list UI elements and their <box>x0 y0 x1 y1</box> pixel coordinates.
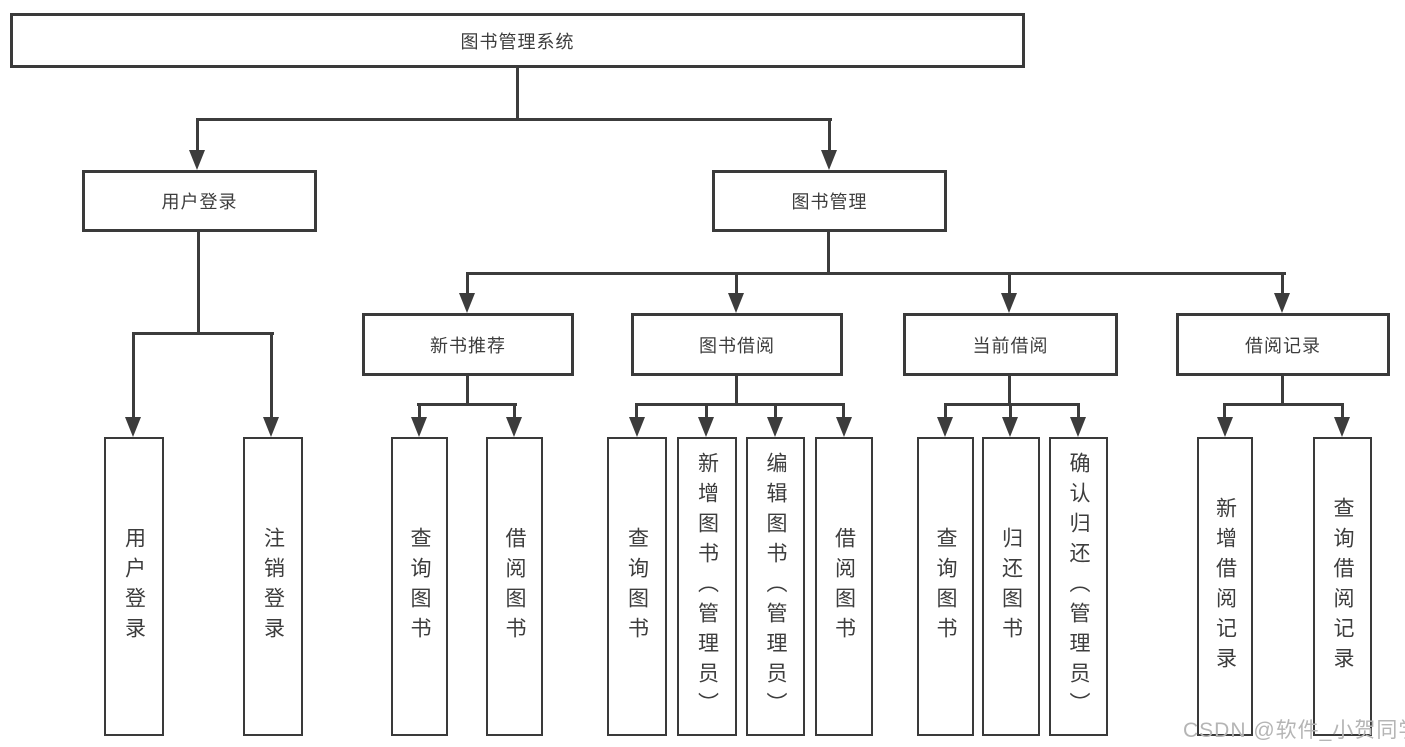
leaf-query-book-2-label: 查询图书 <box>625 526 649 647</box>
connector-root-vertical <box>516 67 519 121</box>
connector-stem <box>1009 403 1012 419</box>
node-book-management: 图书管理 <box>712 170 947 232</box>
node-current-borrow-label: 当前借阅 <box>972 335 1049 356</box>
connector-vertical <box>466 375 469 406</box>
leaf-query-borrow-record-label: 查询借阅记录 <box>1331 496 1354 677</box>
leaf-query-book-3: 查询图书 <box>917 437 974 736</box>
node-book-management-label: 图书管理 <box>791 192 868 212</box>
arrow-down-icon <box>411 417 427 437</box>
leaf-return-book: 归还图书 <box>982 437 1040 736</box>
arrow-down-icon <box>125 417 141 437</box>
leaf-query-book-1-label: 查询图书 <box>408 526 431 647</box>
leaf-add-borrow-record: 新增借阅记录 <box>1197 437 1253 736</box>
node-user-login-label: 用户登录 <box>161 192 238 212</box>
leaf-query-book-3-label: 查询图书 <box>934 526 957 647</box>
leaf-edit-book-admin: 编辑图书（管理员） <box>746 437 805 736</box>
node-book-borrow-label: 图书借阅 <box>699 335 775 356</box>
arrow-down-icon <box>1002 417 1018 437</box>
leaf-borrow-book-1: 借阅图书 <box>486 437 543 736</box>
node-current-borrow: 当前借阅 <box>903 313 1118 376</box>
leaf-borrow-book-2-label: 借阅图书 <box>832 526 856 647</box>
connector-vertical <box>735 375 738 406</box>
arrow-down-icon <box>263 417 279 437</box>
connector-user-login-vertical <box>197 231 200 335</box>
connector-stem <box>270 332 273 419</box>
connector-stem <box>705 403 708 419</box>
connector-stem <box>1223 403 1226 419</box>
leaf-confirm-return-admin: 确认归还（管理员） <box>1049 437 1108 736</box>
node-new-book-recommend: 新书推荐 <box>362 313 574 376</box>
leaf-query-book-1: 查询图书 <box>391 437 448 736</box>
arrow-down-icon <box>1274 293 1290 313</box>
connector-book-mgmt-vertical <box>827 231 830 275</box>
arrow-down-icon <box>1070 417 1086 437</box>
connector-level3-horizontal <box>466 272 1286 275</box>
leaf-logout-label: 注销登录 <box>261 526 285 647</box>
leaf-query-book-2: 查询图书 <box>607 437 667 736</box>
connector-stem <box>1077 403 1080 419</box>
connector-stem <box>513 403 516 419</box>
connector-stem <box>635 403 638 419</box>
leaf-add-book-admin: 新增图书（管理员） <box>677 437 737 736</box>
connector-horizontal <box>635 403 845 406</box>
leaf-return-book-label: 归还图书 <box>999 526 1023 647</box>
arrow-down-icon <box>506 417 522 437</box>
leaf-edit-book-admin-label: 编辑图书（管理员） <box>764 451 787 722</box>
arrow-down-icon <box>728 293 744 313</box>
arrow-down-icon <box>1217 417 1233 437</box>
node-new-book-recommend-label: 新书推荐 <box>430 335 506 356</box>
leaf-user-login: 用户登录 <box>104 437 164 736</box>
leaf-borrow-book-2: 借阅图书 <box>815 437 873 736</box>
arrow-down-icon <box>937 417 953 437</box>
node-root-label: 图书管理系统 <box>460 31 575 52</box>
connector-stem <box>418 403 421 419</box>
connector-stem <box>1281 272 1284 297</box>
connector-vertical <box>1281 375 1284 406</box>
arrow-down-icon <box>189 150 205 170</box>
node-root: 图书管理系统 <box>10 13 1025 68</box>
connector-stem <box>735 272 738 297</box>
connector-stem <box>774 403 777 419</box>
connector-horizontal <box>944 403 1080 406</box>
arrow-down-icon <box>698 417 714 437</box>
arrow-down-icon <box>1334 417 1350 437</box>
connector-stem <box>1008 272 1011 297</box>
leaf-query-borrow-record: 查询借阅记录 <box>1313 437 1372 736</box>
leaf-user-login-label: 用户登录 <box>122 526 146 647</box>
connector-level2-horizontal <box>196 118 832 121</box>
leaf-logout: 注销登录 <box>243 437 303 736</box>
connector-stem <box>1341 403 1344 419</box>
connector-user-login-horizontal <box>132 332 274 335</box>
connector-vertical <box>1008 375 1011 406</box>
connector-stem <box>196 118 199 152</box>
connector-stem <box>466 272 469 297</box>
connector-horizontal <box>417 403 517 406</box>
node-borrow-records: 借阅记录 <box>1176 313 1390 376</box>
connector-stem <box>944 403 947 419</box>
arrow-down-icon <box>836 417 852 437</box>
arrow-down-icon <box>767 417 783 437</box>
leaf-add-book-admin-label: 新增图书（管理员） <box>695 451 719 722</box>
arrow-down-icon <box>1001 293 1017 313</box>
csdn-watermark: CSDN @软件_小贺同学 <box>1183 719 1405 742</box>
node-borrow-records-label: 借阅记录 <box>1245 335 1321 356</box>
connector-stem <box>132 332 135 419</box>
leaf-borrow-book-1-label: 借阅图书 <box>503 526 526 647</box>
arrow-down-icon <box>821 150 837 170</box>
node-user-login: 用户登录 <box>82 170 317 232</box>
leaf-confirm-return-admin-label: 确认归还（管理员） <box>1067 451 1090 722</box>
connector-stem <box>842 403 845 419</box>
arrow-down-icon <box>459 293 475 313</box>
leaf-add-borrow-record-label: 新增借阅记录 <box>1213 496 1237 677</box>
connector-horizontal <box>1223 403 1344 406</box>
arrow-down-icon <box>629 417 645 437</box>
connector-stem <box>828 118 831 152</box>
node-book-borrow: 图书借阅 <box>631 313 843 376</box>
